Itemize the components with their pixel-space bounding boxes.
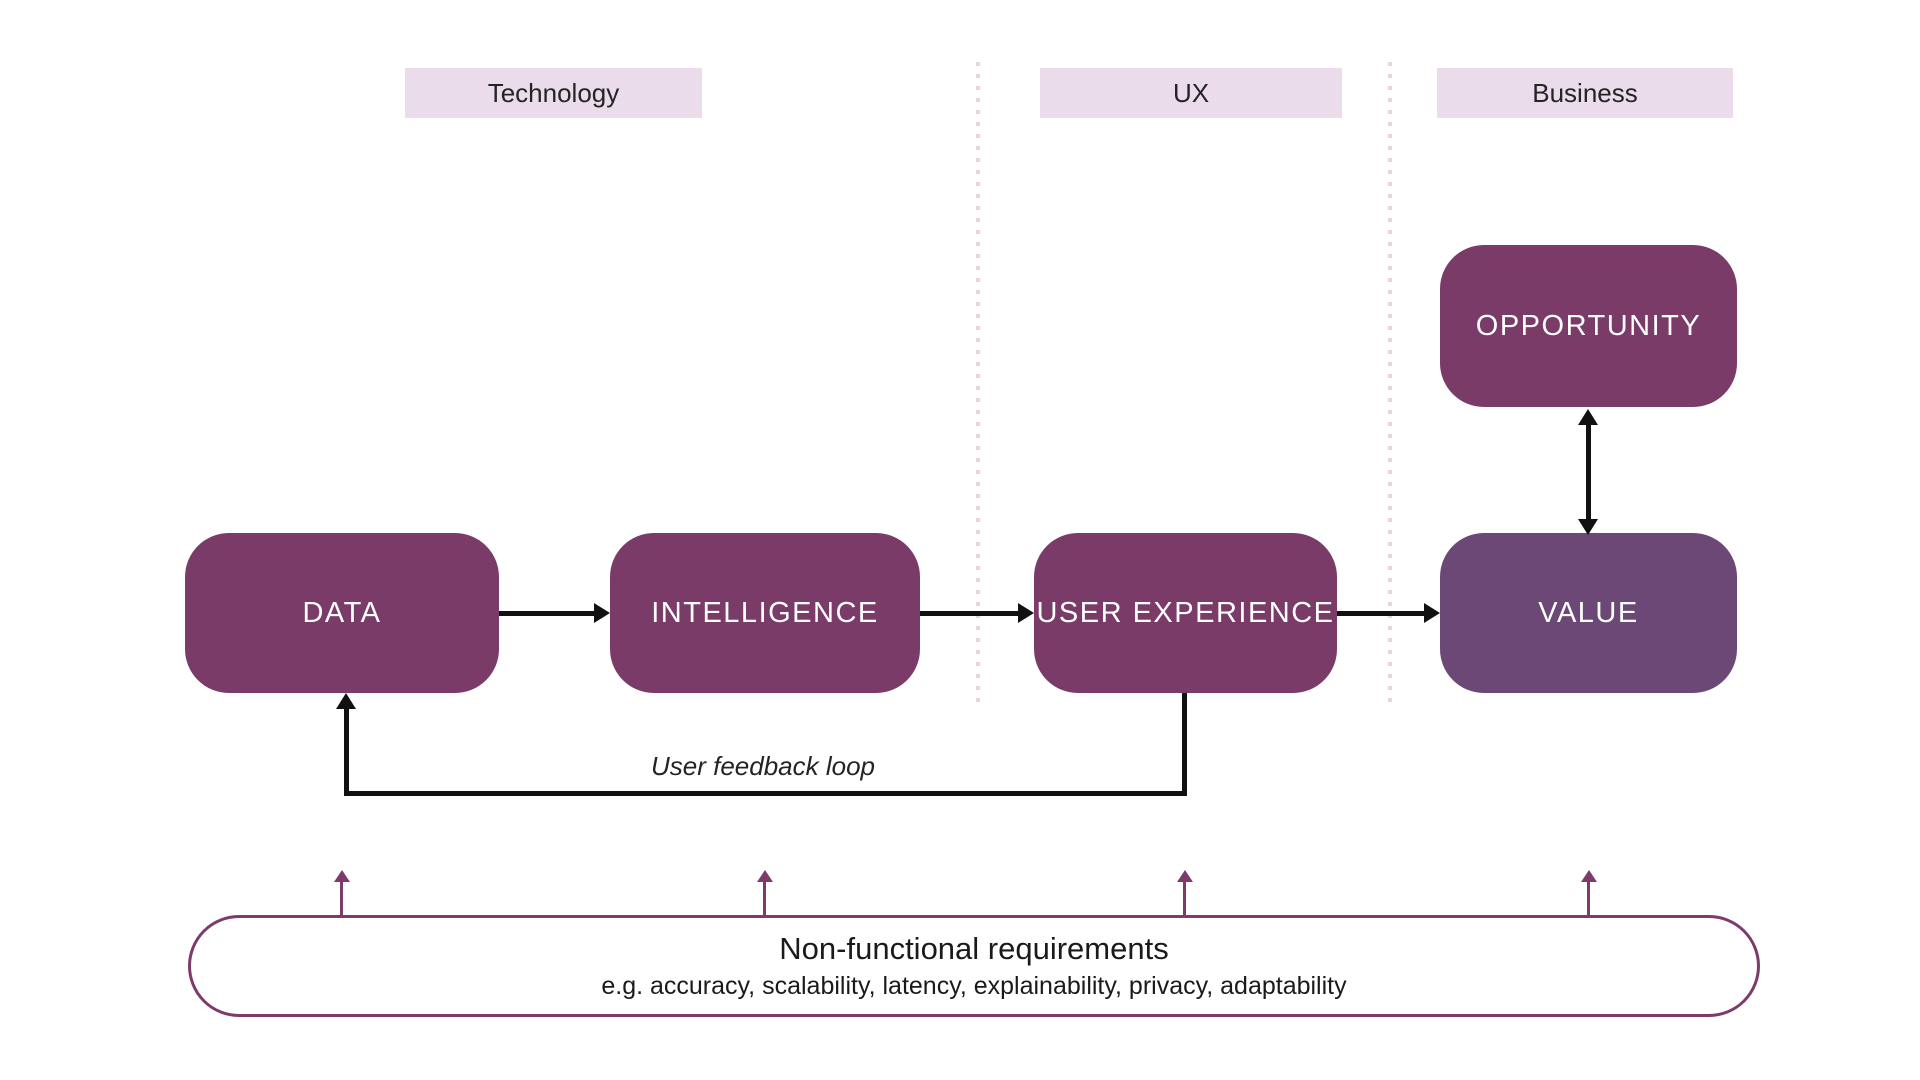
arrow-up-icon xyxy=(757,870,773,882)
feedback-loop-label: User feedback loop xyxy=(650,751,876,781)
node-intelligence: INTELLIGENCE xyxy=(610,533,920,693)
arrow-line xyxy=(1586,423,1591,519)
category-label-technology: Technology xyxy=(405,68,702,118)
arrow-up-icon xyxy=(1177,870,1193,882)
arrow-up-icon xyxy=(1581,870,1597,882)
arrow-line xyxy=(499,611,594,616)
feedback-line-horizontal xyxy=(344,791,1187,796)
feedback-line-up xyxy=(344,707,349,795)
arrow-right-icon xyxy=(1424,603,1440,623)
arrow-up-icon xyxy=(336,693,356,709)
arrow-up-icon xyxy=(1578,409,1598,425)
category-label-business: Business xyxy=(1437,68,1733,118)
divider-technology-ux xyxy=(976,62,980,702)
arrow-right-icon xyxy=(594,603,610,623)
arrow-line xyxy=(1587,881,1590,915)
node-opportunity: OPPORTUNITY xyxy=(1440,245,1737,407)
arrow-down-icon xyxy=(1578,519,1598,535)
nfr-subtitle: e.g. accuracy, scalability, latency, exp… xyxy=(601,972,1347,1000)
arrow-line xyxy=(340,881,343,915)
nfr-box: Non-functional requirements e.g. accurac… xyxy=(188,915,1760,1017)
arrow-line xyxy=(1337,611,1424,616)
arrow-line xyxy=(1183,881,1186,915)
nfr-title: Non-functional requirements xyxy=(779,931,1169,966)
divider-ux-business xyxy=(1388,62,1392,702)
node-user-experience: USER EXPERIENCE xyxy=(1034,533,1337,693)
category-label-ux: UX xyxy=(1040,68,1342,118)
node-value: VALUE xyxy=(1440,533,1737,693)
node-data: DATA xyxy=(185,533,499,693)
arrow-line xyxy=(920,611,1018,616)
arrow-line xyxy=(763,881,766,915)
feedback-line-down xyxy=(1182,693,1187,793)
arrow-right-icon xyxy=(1018,603,1034,623)
arrow-up-icon xyxy=(334,870,350,882)
